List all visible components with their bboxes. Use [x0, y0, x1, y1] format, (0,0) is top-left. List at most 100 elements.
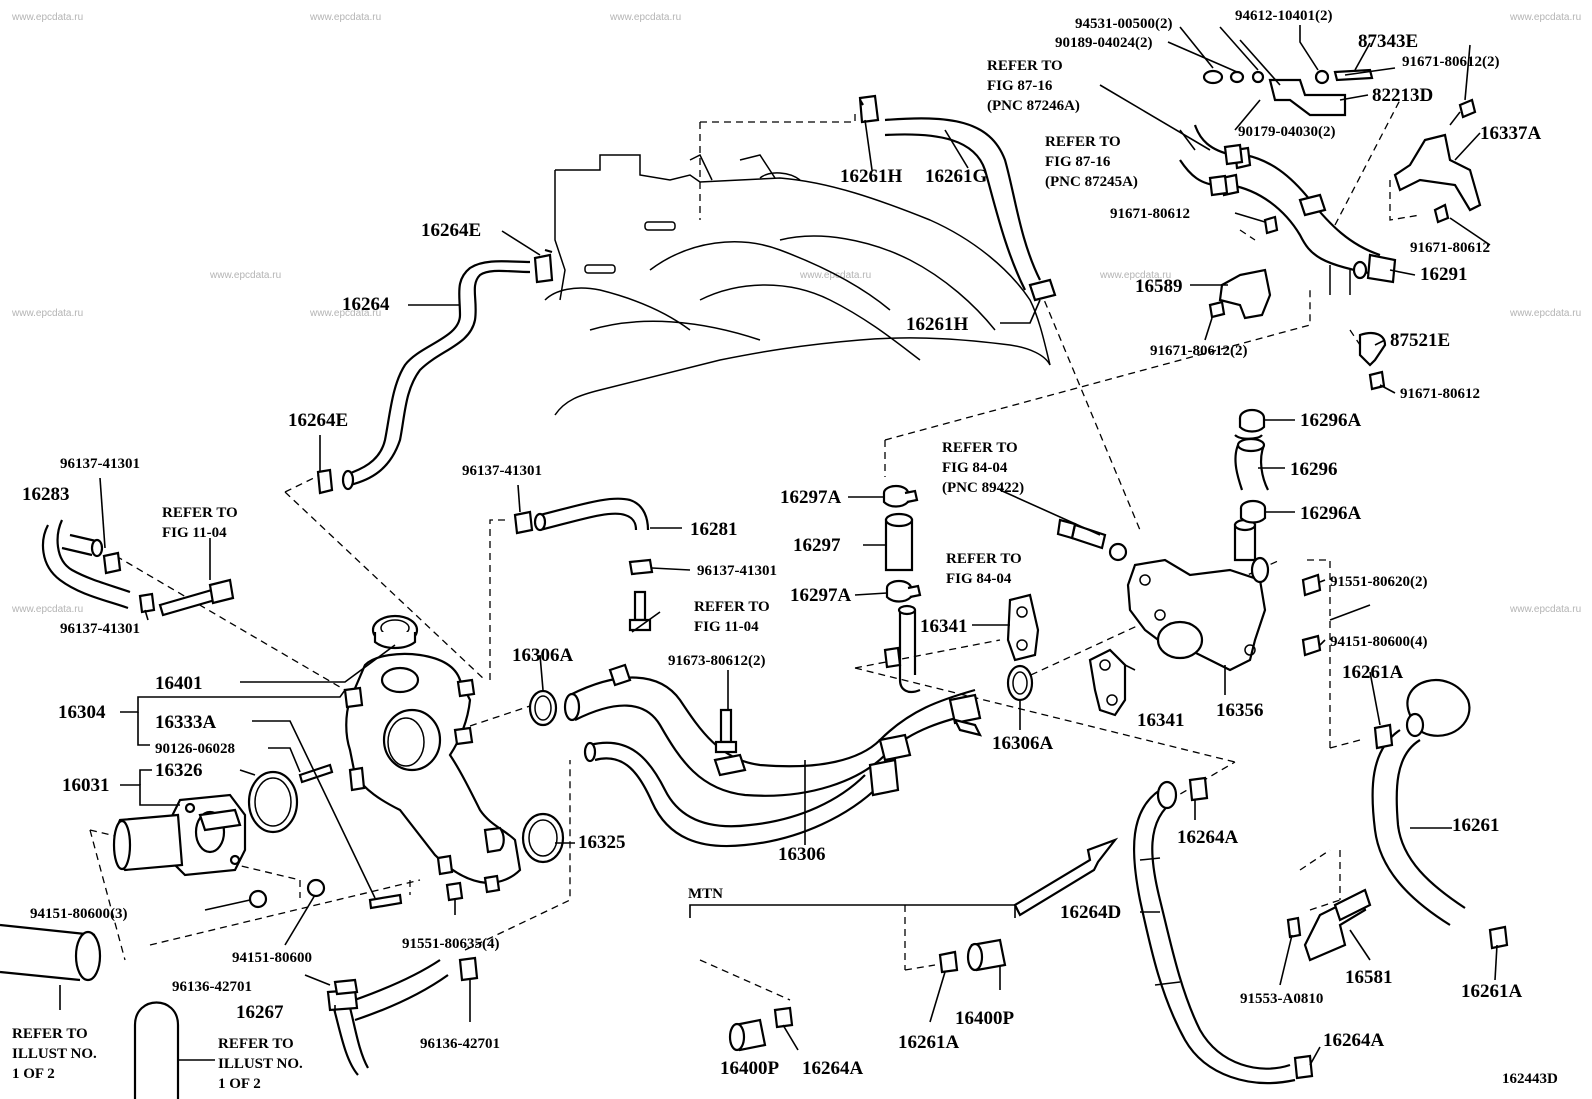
part-label[interactable]: 94531-00500(2) [1075, 16, 1173, 32]
part-label[interactable]: 16264A [1177, 827, 1239, 848]
part-label[interactable]: 16326 [155, 760, 203, 781]
part-label[interactable]: 91671-80612 [1400, 386, 1480, 402]
part-label[interactable]: 94151-80600(4) [1330, 634, 1428, 650]
part-label[interactable]: MTN [688, 886, 723, 902]
part-label[interactable]: 16261A [1461, 981, 1523, 1002]
part-label[interactable]: 16261H [906, 314, 969, 335]
part-label[interactable]: 16589 [1135, 276, 1183, 297]
reference-note[interactable]: REFER TO FIG 84-04 [946, 551, 1025, 587]
part-label[interactable]: 16356 [1216, 700, 1264, 721]
intake-manifold [544, 153, 1051, 416]
part-label[interactable]: 94151-80600(3) [30, 906, 128, 922]
part-label[interactable]: 16296 [1290, 459, 1338, 480]
watermark: www.epcdata.ru [309, 308, 381, 319]
part-label[interactable]: 91671-80612(2) [1150, 343, 1248, 359]
part-label[interactable]: 91671-80612 [1410, 240, 1490, 256]
part-label[interactable]: 94612-10401(2) [1235, 8, 1333, 24]
part-label[interactable]: 91551-80635(4) [402, 936, 500, 952]
part-label[interactable]: 16306A [992, 733, 1054, 754]
part-label[interactable]: 87521E [1390, 330, 1450, 351]
part-label[interactable]: 96137-41301 [60, 456, 140, 472]
watermark: www.epcdata.ru [609, 12, 681, 23]
part-label[interactable]: 16031 [62, 775, 110, 796]
part-label[interactable]: 16261 [1452, 815, 1500, 836]
part-label[interactable]: 96137-41301 [60, 621, 140, 637]
part-labels: 94531-00500(2) 94612-10401(2) 90189-0402… [22, 8, 1558, 1087]
part-label[interactable]: 16306 [778, 844, 826, 865]
part-label[interactable]: 16325 [578, 832, 626, 853]
part-label[interactable]: 16297A [780, 487, 842, 508]
part-label[interactable]: 16401 [155, 673, 203, 694]
part-label[interactable]: 94151-80600 [232, 950, 312, 966]
leader-lines [59, 25, 1498, 1066]
reference-note[interactable]: REFER TO FIG 11-04 [694, 599, 773, 635]
part-label[interactable]: 90189-04024(2) [1055, 35, 1153, 51]
part-label[interactable]: 16400P [955, 1008, 1015, 1029]
part-label[interactable]: 16261A [898, 1032, 960, 1053]
right-housing [1006, 408, 1322, 717]
part-label[interactable]: 16264E [288, 410, 348, 431]
bypass-pipe-assembly [1179, 68, 1482, 391]
part-label[interactable]: 16304 [58, 702, 106, 723]
part-label[interactable]: 16291 [1420, 264, 1468, 285]
part-label[interactable]: 16264A [1323, 1030, 1385, 1051]
part-label[interactable]: 16581 [1345, 967, 1393, 988]
part-label[interactable]: 16264D [1060, 902, 1121, 923]
part-label[interactable]: 82213D [1372, 85, 1433, 106]
reference-note[interactable]: REFER TO FIG 84-04 (PNC 89422) [942, 440, 1024, 496]
watermark: www.epcdata.ru [1509, 12, 1581, 23]
watermark: www.epcdata.ru [309, 12, 381, 23]
water-outlet-housing [112, 614, 565, 910]
part-label[interactable]: 16400P [720, 1058, 780, 1079]
part-label[interactable]: 16306A [512, 645, 574, 666]
part-label[interactable]: 16337A [1480, 123, 1542, 144]
part-label[interactable]: 91671-80612(2) [1402, 54, 1500, 70]
reference-note[interactable]: REFER TO FIG 11-04 [162, 505, 241, 541]
part-label[interactable]: 16296A [1300, 410, 1362, 431]
reference-notes: REFER TO FIG 87-16 (PNC 87246A) REFER TO… [12, 58, 1138, 1092]
part-label[interactable]: 96136-42701 [420, 1036, 500, 1052]
part-label[interactable]: 16264E [421, 220, 481, 241]
part-label[interactable]: 16341 [920, 616, 968, 637]
watermark: www.epcdata.ru [11, 308, 83, 319]
part-label[interactable]: 91671-80612 [1110, 206, 1190, 222]
part-label[interactable]: 87343E [1358, 31, 1418, 52]
reference-note[interactable]: REFER TO FIG 87-16 (PNC 87246A) [987, 58, 1080, 114]
part-label[interactable]: 16341 [1137, 710, 1185, 731]
part-label[interactable]: 16261G [925, 166, 988, 187]
part-label[interactable]: 16264A [802, 1058, 864, 1079]
part-label[interactable]: 16296A [1300, 503, 1362, 524]
part-label[interactable]: 16264 [342, 294, 390, 315]
watermark: www.epcdata.ru [1509, 604, 1581, 615]
part-label[interactable]: 96137-41301 [462, 463, 542, 479]
figure-id: 162443D [1502, 1071, 1558, 1087]
part-label[interactable]: 16261A [1342, 662, 1404, 683]
part-label[interactable]: 16281 [690, 519, 738, 540]
reference-note[interactable]: REFER TO ILLUST NO. 1 OF 2 [12, 1026, 101, 1082]
part-label[interactable]: 90126-06028 [155, 741, 235, 757]
mtn-section [689, 904, 1016, 1052]
left-hoses [0, 497, 654, 1099]
part-label[interactable]: 91551-80620(2) [1330, 574, 1428, 590]
watermark: www.epcdata.ru [209, 270, 281, 281]
watermark-layer: www.epcdata.ru www.epcdata.ru www.epcdat… [11, 12, 1581, 615]
reference-note[interactable]: REFER TO ILLUST NO. 1 OF 2 [218, 1036, 307, 1092]
upper-hoses [316, 94, 1057, 495]
part-label[interactable]: 16267 [236, 1002, 284, 1023]
watermark: www.epcdata.ru [11, 12, 83, 23]
part-label[interactable]: 16283 [22, 484, 70, 505]
part-label[interactable]: 16261H [840, 166, 903, 187]
part-label[interactable]: 16297 [793, 535, 841, 556]
part-label[interactable]: 96136-42701 [172, 979, 252, 995]
part-label[interactable]: 91673-80612(2) [668, 653, 766, 669]
part-label[interactable]: 16333A [155, 712, 217, 733]
reference-note[interactable]: REFER TO FIG 87-16 (PNC 87245A) [1045, 134, 1138, 190]
part-label[interactable]: 16297A [790, 585, 852, 606]
lower-right-hoses [1013, 679, 1509, 1085]
dashed-leaders [89, 99, 1421, 1001]
part-label[interactable]: 90179-04030(2) [1238, 124, 1336, 140]
water-pipe [528, 604, 983, 848]
part-label[interactable]: 91553-A0810 [1240, 991, 1323, 1007]
part-label[interactable]: 96137-41301 [697, 563, 777, 579]
